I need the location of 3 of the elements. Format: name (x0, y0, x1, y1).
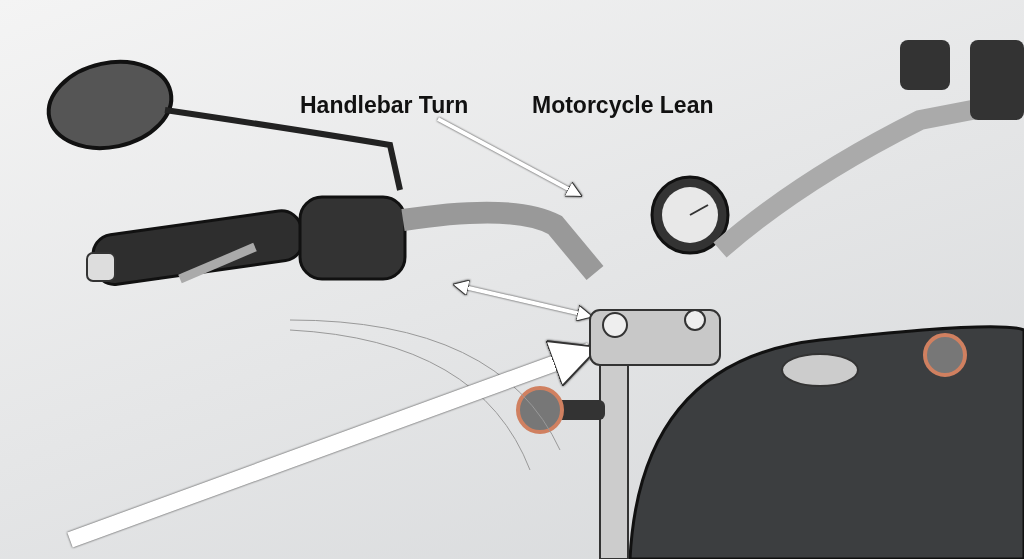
motorcycle-lean-label: Motorcycle Lean (532, 92, 714, 119)
handlebar-turn-label: Handlebar Turn (300, 92, 469, 119)
arrow (437, 117, 583, 197)
